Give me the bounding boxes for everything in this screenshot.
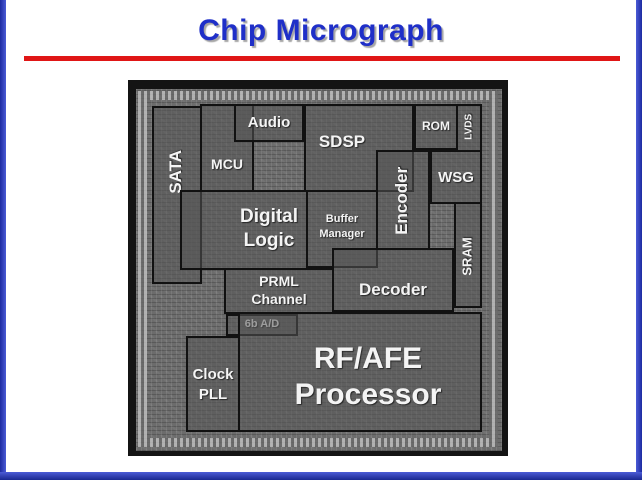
- block-lvds: [456, 104, 482, 152]
- label-rf-afe-line1: RF/AFE: [313, 342, 423, 375]
- label-buffer-manager-line1: Buffer: [325, 213, 359, 225]
- label-clock-line2: PLL: [198, 386, 228, 403]
- label-encoder: Encoder: [392, 166, 412, 235]
- block-rf-afe-processor: [238, 312, 482, 432]
- label-sdsp: SDSP: [318, 132, 366, 151]
- label-wsg: WSG: [438, 169, 474, 186]
- label-digital-logic-line1: Digital: [239, 206, 299, 227]
- label-clock-line1: Clock: [192, 366, 234, 383]
- label-buffer-manager-line2: Manager: [319, 228, 365, 240]
- label-audio: Audio: [247, 114, 291, 131]
- block-wsg: [430, 150, 482, 204]
- slide-frame-bottom: [0, 472, 642, 480]
- chip-micrograph-image: SATA MCU Audio SDSP ROM LVDS Encoder WSG…: [128, 80, 508, 456]
- label-digital-logic-line2: Logic: [243, 230, 295, 251]
- label-mcu: MCU: [211, 156, 243, 172]
- slide-frame-left: [0, 0, 6, 480]
- label-lvds: LVDS: [463, 113, 475, 140]
- block-clock-pll: [186, 336, 240, 432]
- block-decoder: [332, 248, 454, 312]
- title-underline: [24, 56, 620, 61]
- label-prml-line1: PRML: [259, 273, 299, 289]
- block-sram: [454, 202, 482, 308]
- label-rf-afe-line2: Processor: [294, 378, 442, 411]
- block-audio: [234, 104, 304, 142]
- block-rom: [414, 104, 458, 150]
- label-rom: ROM: [422, 119, 450, 133]
- block-digital-logic: [180, 190, 308, 270]
- slide-title: Chip Micrograph: [198, 14, 444, 47]
- slide-frame-right: [636, 0, 642, 480]
- label-decoder: Decoder: [358, 280, 428, 299]
- label-sram: SRAM: [459, 237, 475, 276]
- label-prml-line2: Channel: [251, 291, 307, 307]
